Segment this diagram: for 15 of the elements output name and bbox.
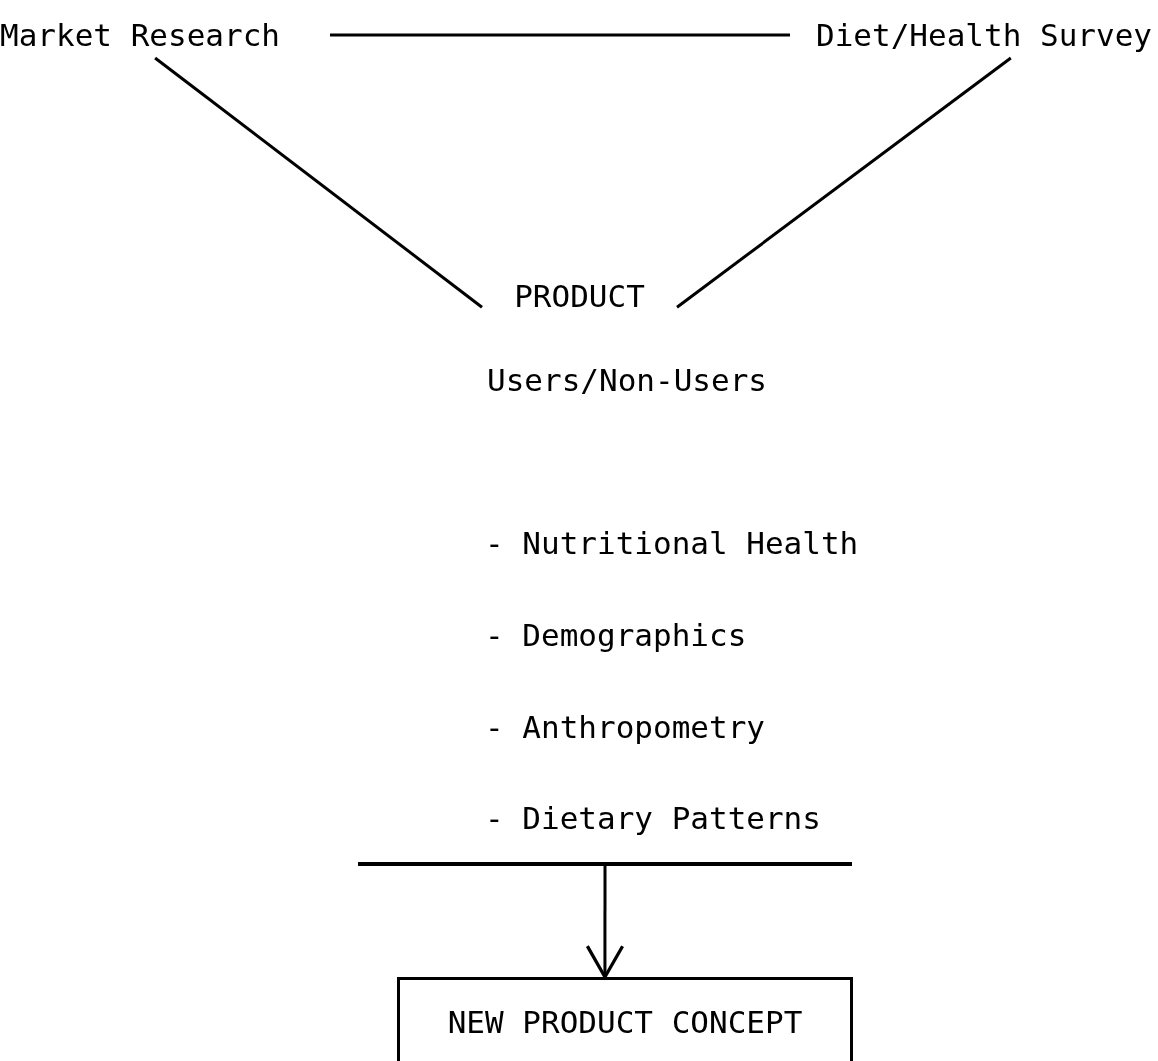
connector-line [330,33,790,37]
list-item: - Demographics [485,617,747,653]
list-item: - Dietary Patterns [485,800,821,836]
node-label: Market Research [0,17,280,53]
list-item: - Anthropometry [485,709,765,745]
node-label: PRODUCT [514,278,645,314]
divider-bar [358,862,852,866]
connector-line [154,56,483,309]
list-item: - Nutritional Health [485,525,859,561]
concept-box [397,977,853,1061]
connector-line [676,56,1012,309]
arrow [585,866,625,979]
concept-label: NEW PRODUCT CONCEPT [447,1004,803,1040]
node-label: Diet/Health Survey [816,17,1152,53]
subheading-label: Users/Non-Users [487,362,767,398]
